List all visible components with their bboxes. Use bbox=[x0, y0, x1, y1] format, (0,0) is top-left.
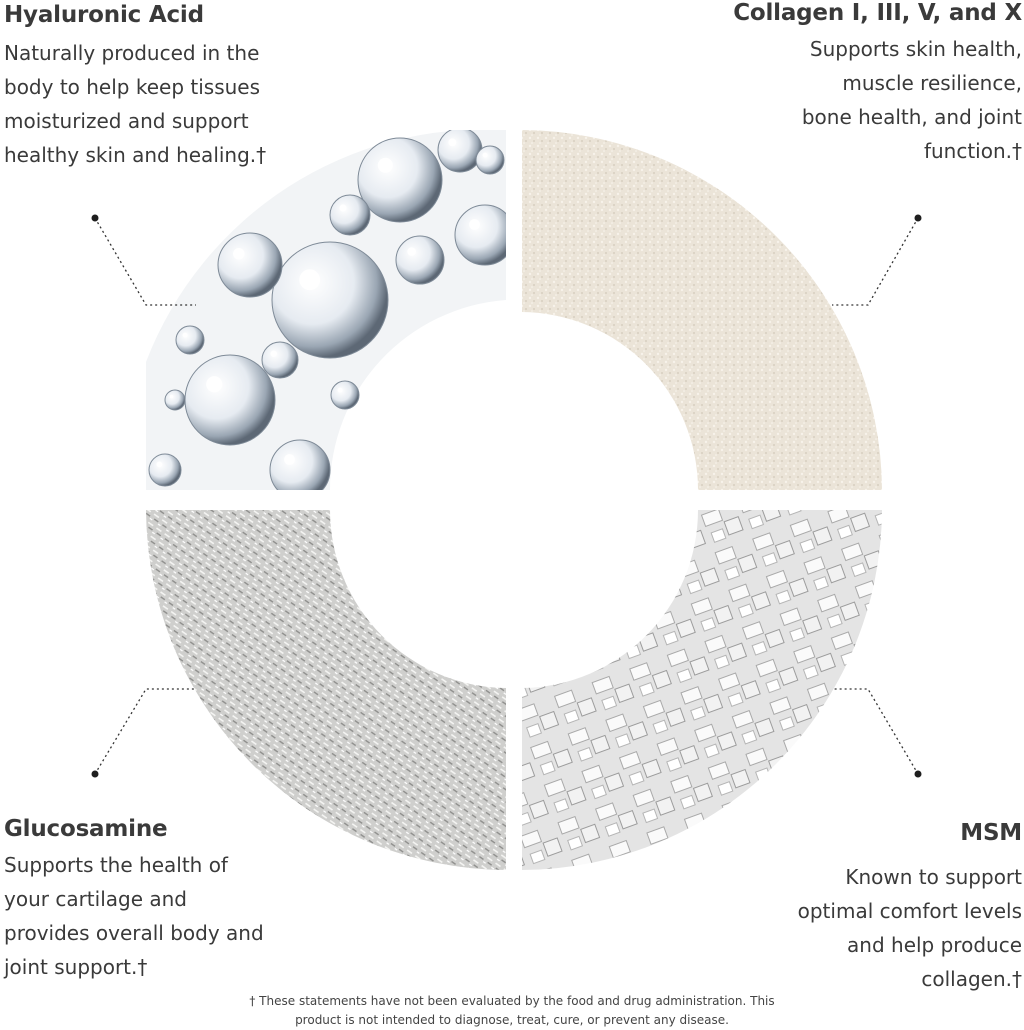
bubble-shape bbox=[357, 137, 443, 223]
collagen-description: Supports skin health, muscle resilience,… bbox=[692, 32, 1022, 168]
bubble-shape bbox=[175, 325, 205, 355]
leader-dot-collagen bbox=[914, 214, 922, 222]
leader-line-msm bbox=[832, 688, 919, 775]
glucosamine-image bbox=[146, 510, 506, 870]
glucosamine-block: Glucosamine Supports the health of your … bbox=[4, 816, 334, 984]
description-line: and help produce bbox=[847, 933, 1022, 957]
bubble-shape bbox=[395, 235, 445, 285]
msm-block: MSM Known to support optimal comfort lev… bbox=[692, 820, 1023, 996]
ring-inner-hole bbox=[334, 320, 506, 490]
disclaimer-line: product is not intended to diagnose, tre… bbox=[295, 1013, 729, 1027]
description-line: moisturized and support bbox=[4, 109, 249, 133]
bubble-highlight bbox=[270, 350, 277, 357]
description-line: provides overall body and bbox=[4, 921, 264, 945]
bubble-shape bbox=[269, 439, 331, 490]
hyaluronic-acid-image bbox=[146, 130, 506, 490]
bubble-highlight bbox=[169, 394, 174, 399]
description-line: Naturally produced in the bbox=[4, 41, 260, 65]
bubble-shape bbox=[271, 241, 389, 359]
bubble-shape bbox=[475, 145, 505, 175]
bubble-shape bbox=[184, 354, 276, 446]
description-line: your cartilage and bbox=[4, 887, 187, 911]
description-line: body to help keep tissues bbox=[4, 75, 261, 99]
description-line: bone health, and joint bbox=[801, 105, 1022, 129]
leader-dot-hyaluronic bbox=[91, 214, 99, 222]
leader-line-collagen bbox=[832, 217, 919, 306]
description-line: muscle resilience, bbox=[842, 71, 1022, 95]
leader-dot-glucosamine bbox=[91, 770, 99, 778]
bubble-highlight bbox=[469, 219, 480, 230]
bubble-shape bbox=[261, 341, 299, 379]
bubble-highlight bbox=[156, 461, 163, 468]
msm-title: MSM bbox=[960, 820, 1022, 846]
glucosamine-description: Supports the health of your cartilage an… bbox=[4, 848, 334, 984]
disclaimer-line: † These statements have not been evaluat… bbox=[249, 994, 775, 1008]
bubble-highlight bbox=[339, 204, 347, 212]
leader-line-hyaluronic bbox=[94, 217, 196, 306]
description-line: collagen.† bbox=[921, 967, 1022, 991]
description-line: function.† bbox=[923, 139, 1022, 163]
disclaimer: † These statements have not been evaluat… bbox=[0, 992, 1024, 1030]
bubble-shape bbox=[164, 389, 186, 411]
description-line: healthy skin and healing.† bbox=[4, 143, 267, 167]
bubble-highlight bbox=[182, 332, 188, 338]
bubble-highlight bbox=[407, 247, 416, 256]
description-line: Known to support bbox=[845, 865, 1022, 889]
bubble-shape bbox=[454, 204, 506, 266]
bubble-highlight bbox=[337, 387, 343, 393]
collagen-title: Collagen I, III, V, and X bbox=[733, 0, 1022, 26]
msm-description: Known to support optimal comfort levels … bbox=[692, 860, 1022, 996]
bubble-highlight bbox=[233, 248, 245, 260]
bubble-highlight bbox=[299, 269, 321, 291]
bubble-shape bbox=[330, 380, 360, 410]
bubble-highlight bbox=[448, 138, 457, 147]
bubble-highlight bbox=[377, 157, 393, 173]
description-line: optimal comfort levels bbox=[797, 899, 1022, 923]
hyaluronic-acid-description: Naturally produced in the body to help k… bbox=[4, 36, 334, 172]
leader-dot-msm bbox=[914, 770, 922, 778]
hyaluronic-acid-block: Hyaluronic Acid Naturally produced in th… bbox=[4, 2, 334, 172]
bubble-shape bbox=[217, 232, 283, 298]
bubble-shape bbox=[329, 194, 371, 236]
description-line: Supports skin health, bbox=[809, 37, 1022, 61]
msm-image bbox=[522, 510, 882, 870]
bubble-highlight bbox=[284, 454, 295, 465]
hyaluronic-acid-title: Hyaluronic Acid bbox=[4, 2, 204, 28]
bubble-shape bbox=[437, 130, 483, 173]
bubble-highlight bbox=[482, 152, 488, 158]
description-line: Supports the health of bbox=[4, 853, 228, 877]
bubble-shape bbox=[148, 453, 182, 487]
description-line: joint support.† bbox=[4, 955, 148, 979]
leader-line-glucosamine bbox=[94, 688, 196, 775]
bubble-highlight bbox=[206, 376, 223, 393]
collagen-image bbox=[522, 130, 882, 490]
collagen-block: Collagen I, III, V, and X Supports skin … bbox=[692, 0, 1022, 168]
glucosamine-title: Glucosamine bbox=[4, 816, 168, 842]
